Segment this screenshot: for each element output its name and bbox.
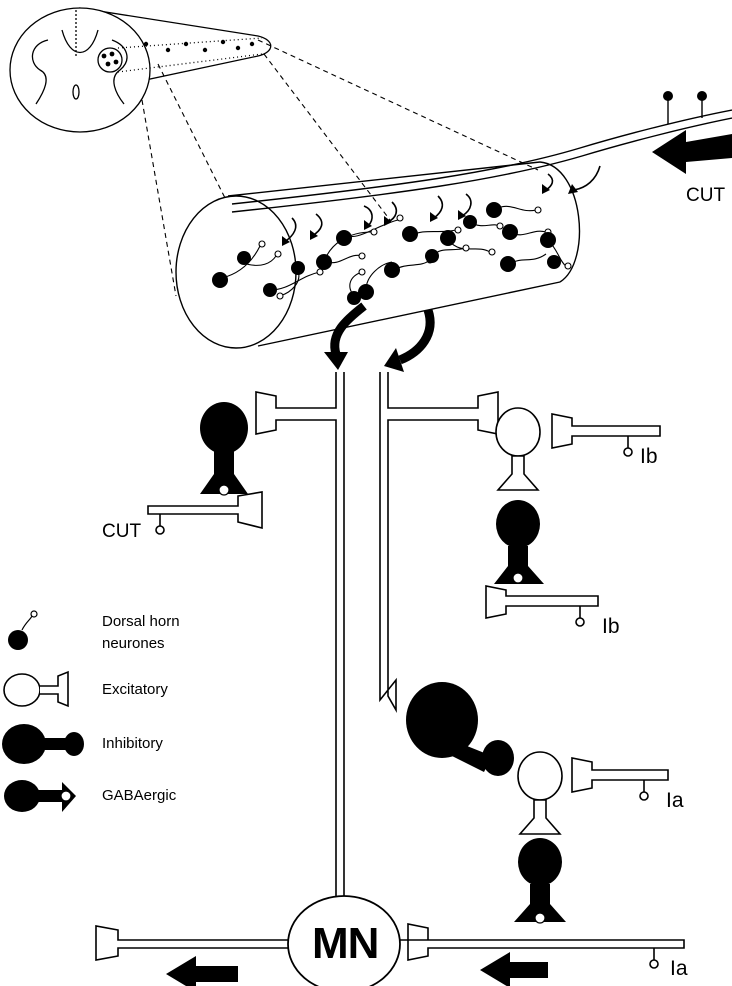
ia-input-arrow-icon [480,952,548,986]
ia-excitatory-interneuron [518,752,562,834]
cut-arrow-icon [652,130,732,174]
cylinder-bottom-edge [258,282,560,346]
cut-label-left: CUT [102,522,141,541]
ia-label-upper: Ia [666,790,684,811]
ia-label-lower: Ia [670,958,688,979]
legend-dorsal-horn-icon [8,611,37,650]
cylinder-top-edge [228,162,540,196]
spinal-cord-cross-section [10,8,150,132]
fibre-receptor-endings [663,91,707,101]
output-arrows [324,306,430,372]
motoneuron-label: MN [312,922,378,966]
legend-excitatory-label: Excitatory [102,680,168,700]
motor-output-arrow-icon [166,956,238,986]
ia-inhibitory-interneuron [406,682,514,776]
legend-excitatory-icon [4,672,68,706]
legend-dorsal-horn-line2: neurones [102,634,165,654]
ib-label-upper: Ib [640,446,658,467]
left-cut-afferent-terminal [148,492,262,534]
ia-afferent-upper [572,758,668,800]
dorsal-horn-cylinder [176,162,579,348]
ib-label-lower: Ib [602,616,620,637]
legend-inhibitory-label: Inhibitory [102,734,163,754]
ib-excitatory-interneuron [496,408,540,490]
ib-afferent-lower [486,586,598,626]
descending-pathways [256,372,498,932]
ib-presynaptic-gabaergic [494,500,544,584]
spinal-cord-inset [10,8,271,132]
legend-inhibitory-icon [2,724,84,764]
cut-label-top: CUT [686,186,725,205]
legend-dorsal-horn-line1: Dorsal horn [102,612,180,632]
legend-gabaergic-icon [4,780,76,812]
legend-gabaergic-label: GABAergic [102,786,176,806]
ia-presynaptic-gabaergic [514,838,566,923]
left-presynaptic-gabaergic [200,402,248,495]
